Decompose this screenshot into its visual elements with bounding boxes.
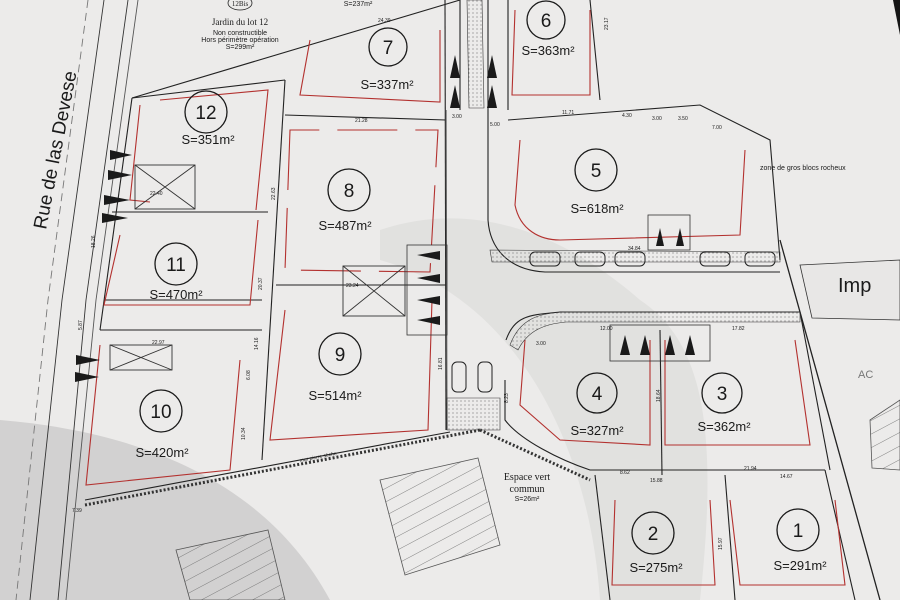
dimension-label: 20.37 xyxy=(258,277,264,290)
jardin-title: Jardin du lot 12 xyxy=(212,17,268,27)
lot-2-number: 2 xyxy=(648,524,659,545)
dimension-label: 3.00 xyxy=(536,341,546,347)
jardin-area: S=299m² xyxy=(226,44,255,51)
dimension-label: 14.67 xyxy=(780,474,793,480)
lot-1-area: S=291m² xyxy=(773,558,827,573)
lot-areas: S=291m² S=275m² S=362m² S=327m² S=618m² … xyxy=(135,43,827,575)
dimension-label: 7.00 xyxy=(712,125,722,131)
dimension-label: 5.87 xyxy=(78,320,84,330)
espace-vert-line2: commun xyxy=(510,484,545,495)
lot-2-area: S=275m² xyxy=(629,560,683,575)
dimension-label: 11.71 xyxy=(562,110,574,116)
lot-5-area: S=618m² xyxy=(570,201,624,216)
lot-12-area: S=351m² xyxy=(181,132,235,147)
dimension-label: 15.88 xyxy=(650,478,663,484)
dimension-label: 6.08 xyxy=(246,370,252,380)
parking-triangles xyxy=(75,55,695,382)
lot-12-number: 12 xyxy=(195,103,216,124)
dimension-label: 3.50 xyxy=(678,116,688,122)
footpaths xyxy=(446,0,801,431)
jardin-line2: Hors périmètre opération xyxy=(201,37,279,44)
dimension-label: 8.62 xyxy=(620,470,630,476)
parcel-ref: AC xyxy=(858,369,873,381)
lot-5-number: 5 xyxy=(591,161,602,182)
lot-11-area: S=470m² xyxy=(149,287,203,302)
dimension-label: 7.39 xyxy=(72,508,82,514)
lot-6-area: S=363m² xyxy=(521,43,575,58)
jardin-line1: Non constructible xyxy=(213,30,267,37)
dimension-label: 21.94 xyxy=(744,466,757,472)
rock-zone-label: zone de gros blocs rocheux xyxy=(760,165,846,172)
lot-1-number: 1 xyxy=(793,521,804,542)
impasse-text: Imp xyxy=(838,275,871,297)
lot-11-number: 11 xyxy=(166,255,186,276)
lot-6-number: 6 xyxy=(541,11,552,32)
lot-circles xyxy=(139,0,820,555)
dimension-label: 15.97 xyxy=(718,537,724,550)
dimension-label: 22.63 xyxy=(271,187,277,200)
dimension-label: 16.81 xyxy=(438,357,444,370)
espace-vert-area: S=26m² xyxy=(515,496,540,503)
lot-4-area: S=327m² xyxy=(570,423,624,438)
lot-3-area: S=362m² xyxy=(697,419,751,434)
street-edges xyxy=(15,0,139,600)
lot-9-area: S=514m² xyxy=(308,388,362,403)
lot-7-number: 7 xyxy=(383,38,394,59)
lot-10-number: 10 xyxy=(150,402,171,423)
lot-9-number: 9 xyxy=(335,345,346,366)
dimension-label: 14.16 xyxy=(254,337,260,350)
top-area: S=237m² xyxy=(344,1,373,8)
dimension-label: 17.82 xyxy=(732,326,745,332)
dimension-label: 24.39 xyxy=(378,18,391,24)
dimension-label: 23.24 xyxy=(346,283,359,289)
dimension-label: 18.64 xyxy=(656,389,662,402)
dimension-label: 23.17 xyxy=(604,17,610,30)
lot-4-number: 4 xyxy=(592,384,603,405)
espace-vert-line1: Espace vert xyxy=(504,472,551,483)
dimension-label: 21.28 xyxy=(355,118,368,124)
car-icons xyxy=(451,251,776,393)
dimension-label: 10.34 xyxy=(241,427,247,440)
dimension-labels: 24.39 21.28 11.71 4.30 3.00 3.50 7.00 34… xyxy=(72,17,793,550)
dimension-label: 4.30 xyxy=(622,113,632,119)
espace-vert-note: Espace vert commun S=26m² xyxy=(504,472,551,503)
lot-8-area: S=487m² xyxy=(318,218,372,233)
dimension-label: 5.00 xyxy=(490,122,500,128)
jardin-note: 12Bis Jardin du lot 12 Non constructible… xyxy=(201,0,373,51)
dimension-label: 18.26 xyxy=(91,235,97,248)
lot-boundaries xyxy=(84,0,881,600)
dimension-label: 12.00 xyxy=(600,326,613,332)
dimension-label: 34.84 xyxy=(628,246,641,252)
lot-10-area: S=420m² xyxy=(135,445,189,460)
dimension-label: 3.00 xyxy=(652,116,662,122)
lot-3-number: 3 xyxy=(717,384,728,405)
parking-frames xyxy=(406,214,711,362)
building-envelopes xyxy=(85,9,846,586)
dimension-label: 22.40 xyxy=(150,191,163,197)
impasse-label: Imp xyxy=(799,259,900,321)
parking-crosses xyxy=(109,164,406,371)
hatched-areas xyxy=(175,399,900,600)
dimension-label: 8.23 xyxy=(504,393,510,403)
lot-8-number: 8 xyxy=(344,181,355,202)
dimension-label: 22.97 xyxy=(152,340,165,346)
lot-numbers: 1 2 3 4 5 6 7 8 9 10 11 12 xyxy=(150,11,803,545)
jardin-badge: 12Bis xyxy=(232,0,249,8)
lot-7-area: S=337m² xyxy=(360,77,414,92)
dimension-label: 3.00 xyxy=(452,114,462,120)
